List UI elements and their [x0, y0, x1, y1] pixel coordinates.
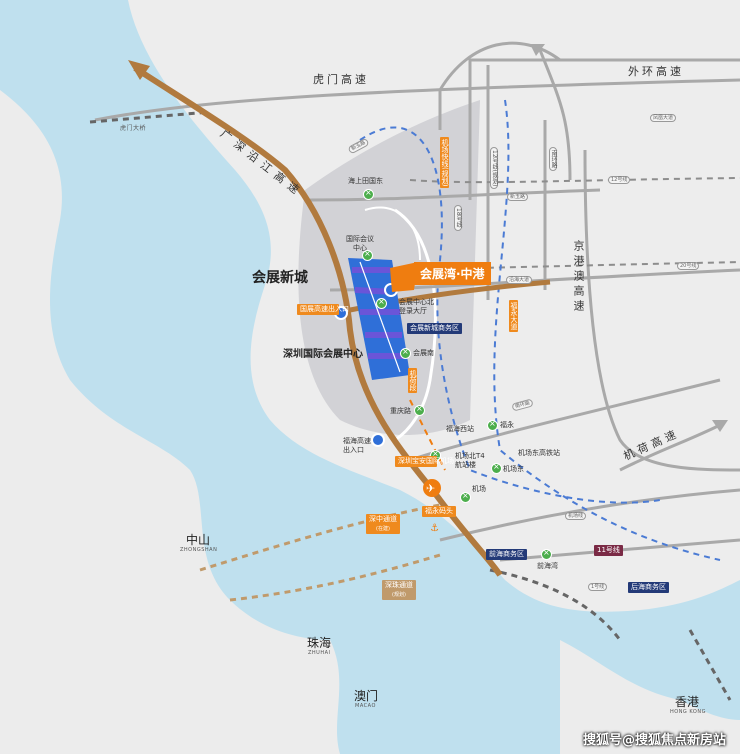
- metro-station-icon: [414, 404, 425, 416]
- jichang-arrow: [712, 420, 728, 432]
- jichang-line-pill: 机场线: [565, 512, 587, 520]
- west-land: [0, 90, 340, 754]
- metro-station-icon: [400, 347, 411, 359]
- jinggangao-highway-label: 京港澳高速: [572, 240, 585, 315]
- shenzhu-tag: 深珠通道(规划): [382, 580, 416, 600]
- line12-pill: 12号线: [608, 176, 631, 184]
- expo-lake: [394, 208, 437, 442]
- metro-line-12: [409, 177, 740, 184]
- waihuan-highway-label: 外环高速: [628, 65, 684, 78]
- humen-bridge-label: 虎门大桥: [120, 125, 147, 132]
- station-chongqing-rd: 重庆路: [390, 407, 411, 415]
- station-expo-north: 会展中心北登录大厅: [399, 298, 434, 316]
- hongkong-land: [560, 640, 740, 754]
- humen-bridge-line: [89, 110, 211, 124]
- metro-station-icon: [362, 249, 373, 261]
- hk-link-line: [688, 629, 732, 701]
- line11-tag: 11号线: [594, 545, 623, 556]
- nanhuan-pill: 南环路: [549, 147, 557, 171]
- metro-station-icon: [541, 548, 552, 560]
- shenzhong-channel-line: [199, 503, 441, 572]
- hongkong-en-label: HONG KONG: [670, 709, 706, 715]
- houhai-business-tag: 后海商务区: [628, 582, 669, 593]
- station-fuhai-west: 福海西站: [446, 425, 474, 433]
- zhuhai-en-label: ZHUHAI: [308, 650, 331, 656]
- fuhai-exit-label: 福海高速出入口: [343, 437, 371, 455]
- metro-station-icon: [487, 419, 498, 431]
- xinyu-pill: 新玉路: [507, 193, 529, 201]
- waihuan-highway: [438, 41, 561, 130]
- shenzhong-tag: 深中通道(在建): [366, 514, 400, 534]
- huizhan-new-city-label: 会展新城: [252, 270, 308, 286]
- station-haishangtian-east: 海上田国东: [348, 177, 383, 185]
- fuyong-pier-tag: 福永码头: [422, 506, 456, 517]
- watermark: 搜狐号@搜狐焦点新房站: [582, 733, 726, 748]
- station-conference-center: 国际会议中心: [346, 235, 374, 253]
- project-highlight-label[interactable]: 会展湾·中港: [414, 262, 491, 285]
- station-fuyong: 福永: [500, 421, 514, 429]
- metro-station-icon: [363, 188, 374, 200]
- shenzhu-channel-line: [229, 553, 441, 602]
- expo-center-label: 深圳国际会展中心: [283, 349, 363, 360]
- station-airport-east-hsr: 机场东高铁站: [518, 449, 560, 457]
- road-lower: [439, 488, 740, 542]
- zhongshan-label: 中山: [186, 533, 211, 547]
- line18-pill: 18号线: [454, 205, 462, 231]
- qianhai-business-tag: 前海商务区: [486, 549, 527, 560]
- metro-blue-line: [359, 126, 661, 504]
- highway-arrow-nw: [128, 60, 150, 80]
- humen-highway: [94, 78, 740, 122]
- humen-highway-label: 虎门高速: [313, 73, 369, 86]
- station-airport: 机场: [472, 485, 486, 493]
- road-horizontal-2: [309, 188, 601, 202]
- station-airport-north: 机场北T4航站楼: [455, 452, 485, 470]
- metro-station-icon: [376, 297, 387, 309]
- jichang-highway: [619, 423, 721, 472]
- metro-vertical-tag: 机场快线(规划): [440, 137, 449, 189]
- airport-icon: [423, 479, 441, 497]
- anchor-icon: ⚓: [430, 523, 439, 534]
- fuyong-ave-tag: 福永大道: [509, 300, 518, 332]
- station-airport-east: 机场东: [503, 465, 524, 473]
- road-ring-north: [468, 58, 740, 200]
- plane-icon: ✈: [426, 482, 435, 495]
- jihe-line-tag: 机荷段: [408, 368, 417, 393]
- jinggangao-highway: [583, 149, 740, 472]
- waihuan-road-pill: 沿海大道: [506, 276, 533, 284]
- station-qianhai-bay: 前海湾: [537, 562, 558, 570]
- fenghuang-pill: 凤凰大道: [650, 114, 677, 122]
- metro-station-icon: [460, 491, 471, 503]
- station-expo-south: 会展南: [413, 349, 434, 357]
- waihuan-arrow: [530, 44, 545, 56]
- line20-pill: 20号线: [677, 262, 700, 270]
- macao-label: 澳门: [354, 689, 379, 703]
- zhuhai-label: 珠海: [307, 636, 332, 650]
- metro-station-icon: [491, 462, 502, 474]
- guozhan-exit-tag: 国展高速出入口: [297, 304, 349, 315]
- huizhan-business-tag: 会展新城商务区: [407, 323, 462, 334]
- line12b-pill: 12号线(规划): [490, 147, 498, 190]
- macao-en-label: MACAO: [355, 703, 376, 709]
- hongkong-label: 香港: [675, 695, 700, 709]
- project-marker: [390, 262, 418, 292]
- zhongshan-en-label: ZHONGSHAN: [180, 547, 218, 553]
- road-vertical-2: [538, 49, 572, 181]
- interchange-dot-south: [371, 433, 385, 447]
- airport-intl-tag: 深圳宝安国际机场: [395, 456, 454, 467]
- line1-pill: 1号线: [588, 583, 608, 591]
- metro-blue-line-2: [493, 99, 721, 561]
- airport-link-line: [489, 568, 622, 641]
